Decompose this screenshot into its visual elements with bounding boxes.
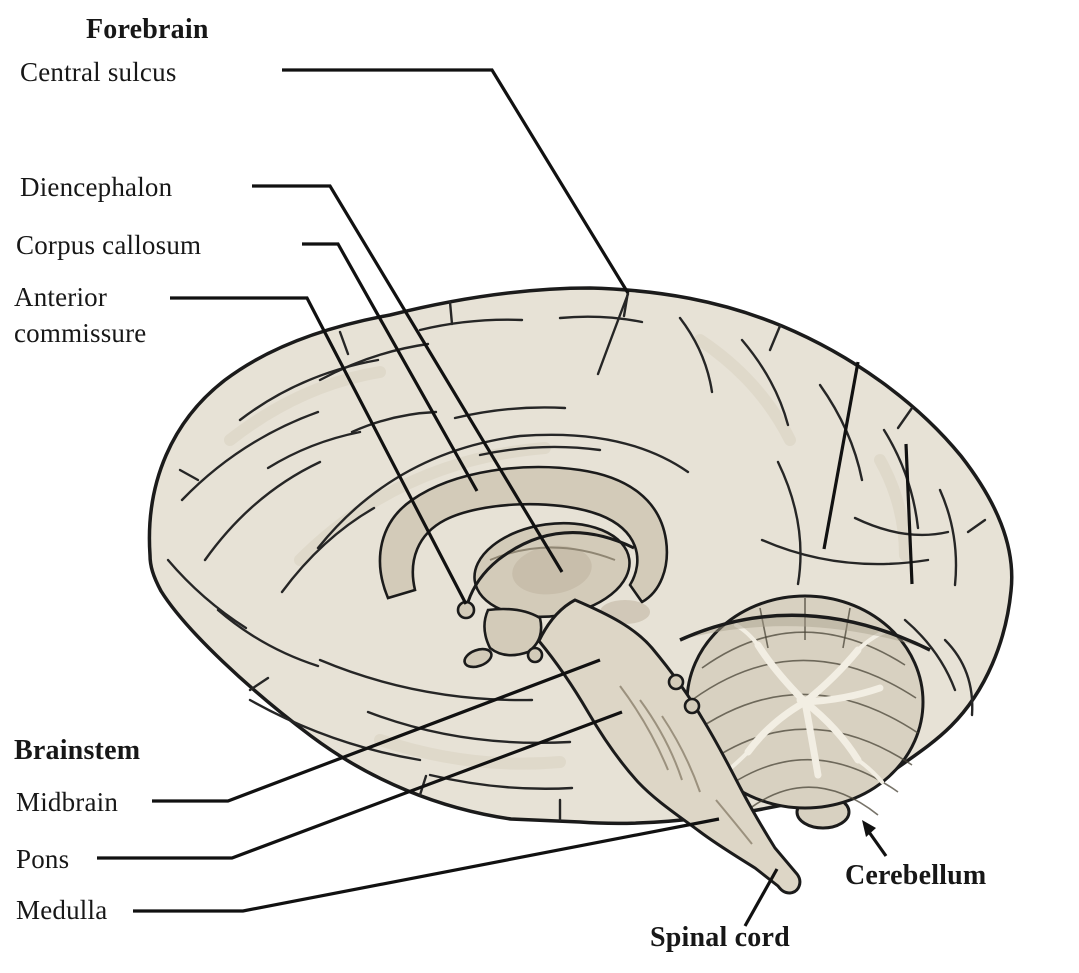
leader-medulla	[133, 817, 720, 913]
thalamus-core	[512, 545, 592, 595]
leader-diencephalon	[252, 184, 564, 573]
mammillary-body	[526, 646, 544, 664]
leader-central-sulcus	[282, 68, 630, 294]
cerebellum-pointer	[862, 820, 888, 857]
anterior-commissure-shape	[456, 600, 476, 620]
label-pons: Pons	[16, 844, 70, 874]
label-central-sulcus: Central sulcus	[20, 57, 177, 87]
sulci-lines	[166, 292, 974, 790]
corpus-callosum-shape	[378, 465, 669, 604]
fornix-shape	[466, 531, 635, 603]
leader-corpus-callosum	[302, 242, 479, 492]
arbor-vitae	[724, 623, 886, 784]
superior-colliculus	[667, 673, 685, 691]
optic-chiasm	[463, 647, 493, 669]
cortex-shading	[224, 334, 911, 770]
label-anterior-commissure: Anterior commissure	[14, 282, 147, 348]
tentorium-crease	[679, 613, 931, 652]
leader-anterior-commissure	[170, 296, 468, 605]
label-medulla: Medulla	[16, 895, 108, 925]
marker-line-2	[904, 443, 914, 585]
leader-midbrain	[152, 658, 601, 803]
leader-lines	[97, 68, 914, 927]
leader-pons	[97, 710, 623, 860]
medial-structures	[378, 465, 669, 669]
leader-spinal-cord	[743, 868, 779, 927]
marker-line-1	[822, 361, 860, 550]
label-diencephalon: Diencephalon	[20, 172, 173, 202]
inferior-colliculus	[683, 697, 701, 715]
label-forebrain: Forebrain	[86, 14, 209, 45]
cerebellum	[685, 594, 925, 830]
pons-striations	[619, 685, 753, 845]
label-cerebellum: Cerebellum	[845, 860, 987, 891]
brainstem-group	[537, 598, 802, 895]
label-brainstem: Brainstem	[14, 735, 141, 766]
arrowhead-icon	[862, 820, 876, 837]
tentorium-shadow	[680, 615, 930, 650]
label-spinal-cord: Spinal cord	[650, 922, 790, 953]
label-midbrain: Midbrain	[16, 787, 119, 817]
label-corpus-callosum: Corpus callosum	[16, 230, 202, 260]
